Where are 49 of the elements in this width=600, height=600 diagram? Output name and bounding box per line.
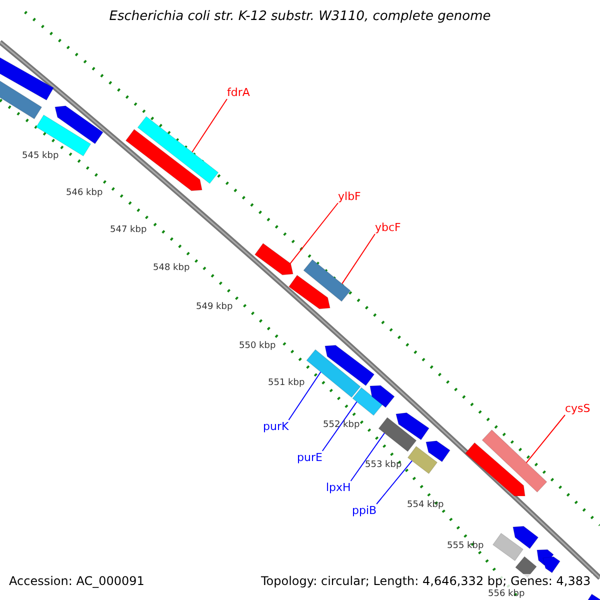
gene-feature [426,440,450,462]
leader-line [290,202,338,264]
leader-line [322,401,358,452]
gene-feature [512,526,539,550]
position-label: 545 kbp [22,151,59,162]
gene-label: ppiB [352,504,377,517]
position-label: 547 kbp [110,225,147,236]
gene-label: cysS [565,402,590,415]
genome-stats-text: Topology: circular; Length: 4,646,332 bp; Genes: 4,383 [259,574,593,589]
position-label: 555 kbp [447,541,484,552]
leader-line [192,98,228,153]
position-label: 551 kbp [268,378,305,389]
gene-feature [378,417,417,452]
leader-line [350,432,385,482]
gene-label: purE [297,451,322,464]
title: Escherichia coli str. K-12 substr. W3110, complete genome [108,9,492,25]
gene-feature [54,106,104,144]
gene-feature [407,446,438,474]
position-label: 549 kbp [196,302,233,313]
position-label: 548 kbp [153,263,190,274]
position-label: 546 kbp [66,188,103,199]
position-label: 554 kbp [407,500,444,511]
accession-text: Accession: AC_000091 [7,574,146,589]
gene-feature [492,532,524,562]
position-label: 553 kbp [365,460,402,471]
position-label: 550 kbp [239,341,276,352]
leader-line [526,414,566,464]
gene-feature [254,242,294,276]
leader-line [376,460,412,504]
gene-label: lpxH [326,481,351,494]
gene-label: ylbF [338,190,361,203]
gene-label: ybcF [375,221,401,234]
gene-feature [352,387,383,416]
position-label: 556 kbp [488,589,525,600]
gene-feature [464,442,526,496]
gene-feature [370,385,395,408]
leader-line [288,372,322,420]
gene-feature [137,116,219,184]
gene-feature [396,412,430,440]
gene-feature [482,429,548,493]
gene-label: purK [263,420,289,433]
gene-feature [324,344,375,386]
gene-feature [125,128,202,191]
position-label: 552 kbp [323,420,360,431]
gene-label: fdrA [227,86,250,99]
gene-feature [306,349,361,398]
gene-feature [288,274,330,310]
leader-line [342,234,376,284]
gene-feature [303,259,351,302]
